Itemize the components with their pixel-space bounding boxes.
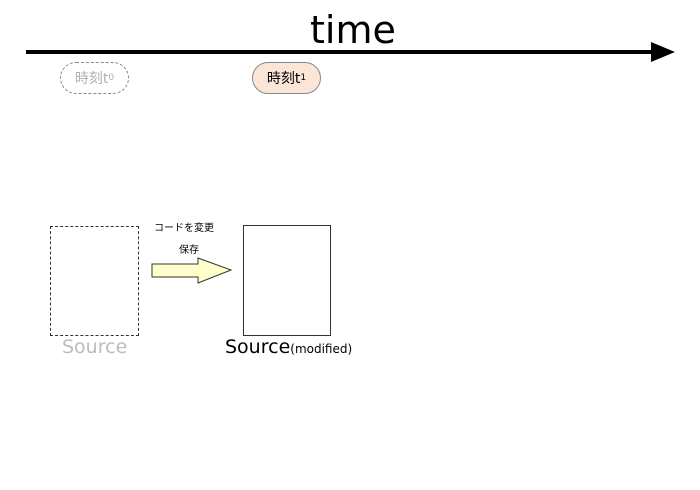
original-source-caption-text: Source: [62, 336, 128, 358]
time-point-t0-label: 時刻t: [74, 71, 109, 87]
process-arrow: [151, 257, 233, 284]
timeline-title: time: [310, 8, 396, 52]
original-source-caption: Source: [62, 336, 127, 358]
original-source-document: [50, 226, 139, 336]
modified-source-document: [243, 225, 331, 336]
save-label: 保存: [179, 245, 199, 256]
time-point-t0-subscript: 0: [108, 73, 115, 83]
time-point-t1-subscript: 1: [300, 73, 307, 83]
timeline-arrowhead: [651, 42, 675, 62]
change-code-label: コードを変更: [154, 223, 214, 234]
modified-source-caption-text: Source: [225, 336, 291, 358]
modified-source-caption-suffix: (modified): [290, 342, 353, 356]
modified-source-caption: Source(modified): [225, 336, 352, 358]
time-point-t1-label: 時刻t: [266, 71, 301, 87]
